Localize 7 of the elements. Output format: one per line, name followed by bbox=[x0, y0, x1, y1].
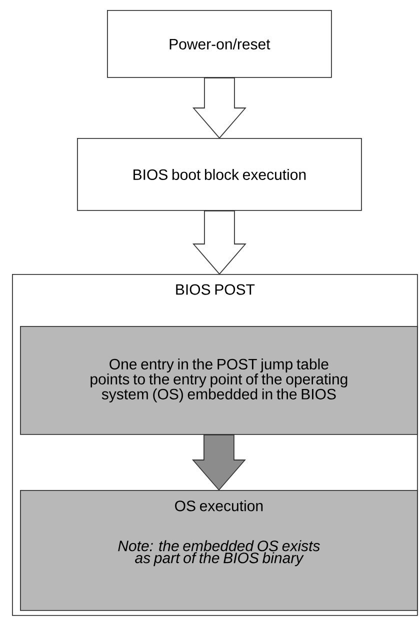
block-arrow bbox=[192, 434, 246, 491]
process-box: Power-on/reset bbox=[107, 10, 332, 78]
process-box: OS execution Note: the embedded OS exists as part of the BIOS binary bbox=[20, 490, 418, 611]
process-box: BIOS boot block execution bbox=[77, 138, 362, 211]
process-box: One entry in the POST jump table points to the entry point of the operating system (OS) embedded in the BIOS bbox=[20, 326, 418, 435]
block-arrow bbox=[192, 210, 246, 275]
block-arrow bbox=[192, 77, 246, 139]
